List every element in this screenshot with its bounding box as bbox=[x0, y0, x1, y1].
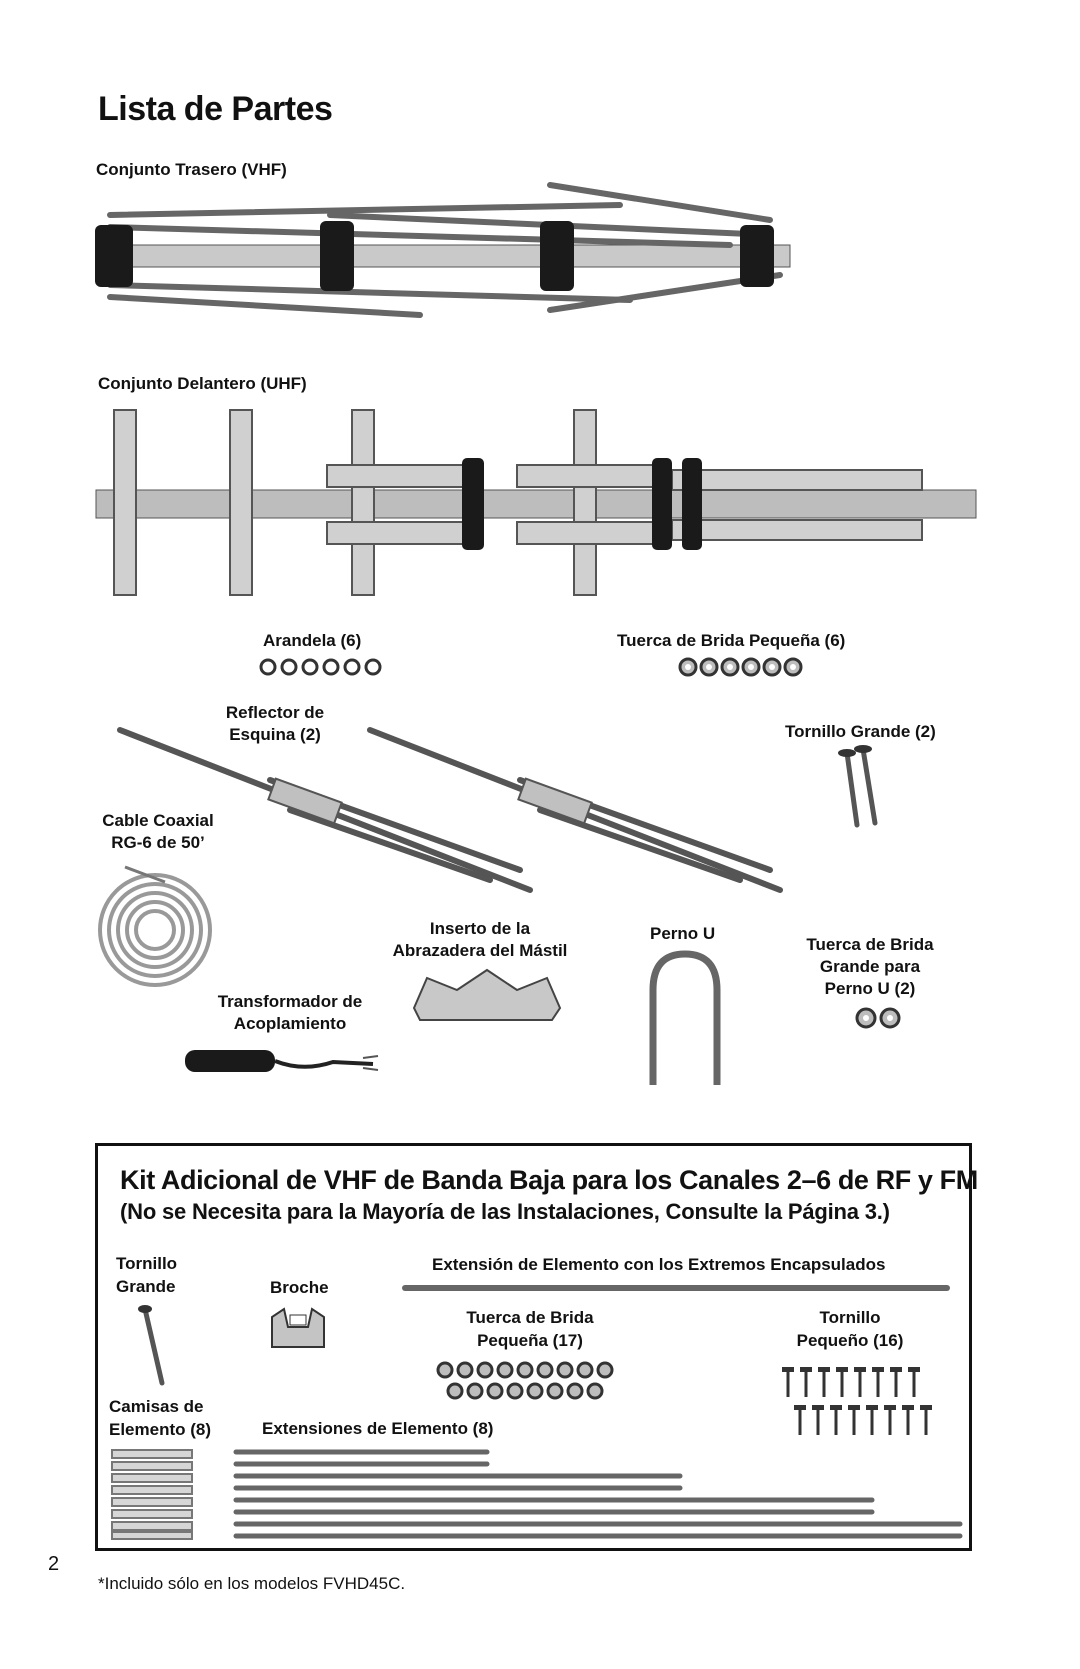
kit-large-bolt-label: Tornillo Grande bbox=[116, 1252, 177, 1298]
kit-extensions-label: Extensiones de Elemento (8) bbox=[262, 1419, 494, 1438]
large-nut-image bbox=[855, 1007, 901, 1029]
corner-reflector-label: Reflector de Esquina (2) bbox=[200, 702, 350, 746]
kit-small-nut-label: Tuerca de Brida Pequeña (17) bbox=[440, 1306, 620, 1352]
transformer-label: Transformador de Acoplamiento bbox=[200, 991, 380, 1035]
transformer-label-line1: Transformador de bbox=[217, 992, 363, 1011]
kit-small-bolt-line2: Pequeño (16) bbox=[796, 1331, 904, 1350]
footnote: *Incluido sólo en los modelos FVHD45C. bbox=[98, 1574, 406, 1593]
u-bolt-image bbox=[649, 950, 721, 1085]
front-assembly-label: Conjunto Delantero (UHF) bbox=[98, 374, 307, 393]
kit-clip-label: Broche bbox=[270, 1278, 329, 1297]
kit-large-bolt-image bbox=[138, 1305, 165, 1386]
transformer-label-line2: Acoplamiento bbox=[233, 1014, 347, 1033]
corner-reflector-label-line2: Esquina (2) bbox=[229, 725, 321, 744]
kit-title: Kit Adicional de VHF de Banda Baja para … bbox=[120, 1165, 978, 1195]
kit-small-bolt-line1: Tornillo bbox=[819, 1308, 881, 1327]
mast-insert-image bbox=[412, 968, 562, 1021]
kit-small-bolt-image bbox=[782, 1367, 932, 1435]
kit-subtitle: (No se Necesita para la Mayoría de las I… bbox=[120, 1199, 890, 1224]
transformer-image bbox=[185, 1050, 379, 1072]
kit-small-nut-image bbox=[436, 1361, 614, 1400]
page-title: Lista de Partes bbox=[98, 90, 333, 128]
mast-insert-label-line2: Abrazadera del Mástil bbox=[392, 941, 568, 960]
washer-image bbox=[259, 658, 382, 676]
washer-label: Arandela (6) bbox=[263, 631, 362, 650]
kit-capped-extension-label: Extensión de Elemento con los Extremos E… bbox=[432, 1255, 886, 1274]
rear-assembly-image bbox=[95, 182, 791, 318]
kit-sleeves-image bbox=[111, 1449, 193, 1540]
u-bolt-label: Perno U bbox=[650, 924, 716, 943]
kit-small-nut-line2: Pequeña (17) bbox=[477, 1331, 583, 1350]
small-flange-nut-image bbox=[678, 657, 803, 677]
mast-insert-label: Inserto de la Abrazadera del Mástil bbox=[380, 918, 580, 962]
front-assembly-image bbox=[95, 409, 977, 596]
kit-clip-image bbox=[271, 1307, 325, 1348]
kit-small-bolt-label: Tornillo Pequeño (16) bbox=[775, 1306, 925, 1352]
coax-label: Cable Coaxial RG-6 de 50’ bbox=[88, 810, 228, 854]
large-nut-label-line2: Grande para bbox=[819, 957, 921, 976]
large-bolt-image bbox=[838, 745, 878, 828]
coax-cable-image bbox=[98, 865, 212, 987]
corner-reflector-label-line1: Reflector de bbox=[225, 703, 325, 722]
kit-small-nut-line1: Tuerca de Brida bbox=[466, 1308, 594, 1327]
kit-sleeves-line2: Elemento (8) bbox=[109, 1420, 212, 1439]
kit-large-bolt-line2: Grande bbox=[116, 1277, 176, 1296]
kit-sleeves-line1: Camisas de bbox=[109, 1397, 204, 1416]
kit-extensions-image bbox=[233, 1449, 963, 1539]
corner-reflector-image bbox=[117, 727, 783, 893]
low-band-kit-box bbox=[95, 1143, 972, 1551]
page-number: 2 bbox=[48, 1553, 60, 1575]
large-bolt-label: Tornillo Grande (2) bbox=[785, 722, 936, 741]
kit-capped-extension-image bbox=[402, 1285, 950, 1291]
rear-assembly-label: Conjunto Trasero (VHF) bbox=[96, 160, 287, 179]
kit-large-bolt-line1: Tornillo bbox=[116, 1254, 178, 1273]
large-nut-label-line3: Perno U (2) bbox=[824, 979, 916, 998]
large-nut-label-line1: Tuerca de Brida bbox=[806, 935, 934, 954]
coax-label-line2: RG-6 de 50’ bbox=[111, 833, 205, 852]
kit-sleeves-label: Camisas de Elemento (8) bbox=[109, 1395, 211, 1441]
small-flange-nut-label: Tuerca de Brida Pequeña (6) bbox=[617, 631, 846, 650]
coax-label-line1: Cable Coaxial bbox=[102, 811, 214, 830]
large-nut-label: Tuerca de Brida Grande para Perno U (2) bbox=[800, 934, 940, 1000]
mast-insert-label-line1: Inserto de la bbox=[429, 919, 531, 938]
